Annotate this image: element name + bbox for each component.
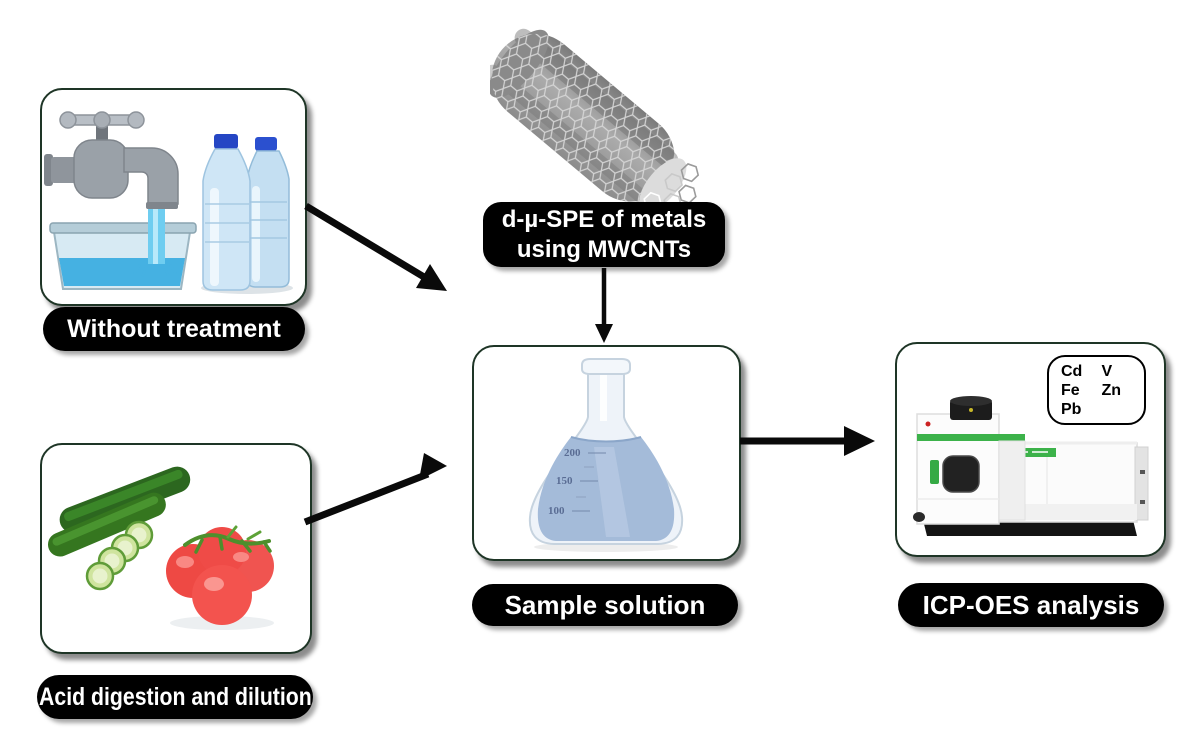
svg-text:150: 150	[556, 475, 573, 487]
arrow-flask-to-instrument	[740, 426, 875, 456]
status-led-icon	[925, 421, 931, 427]
cucumber-slices-icon	[85, 520, 154, 591]
panel-icp-oes: Cd V Fe Zn Pb	[895, 342, 1166, 557]
flask-graduations: 200 150 100	[548, 447, 606, 517]
panel-sample-solution: 200 150 100	[472, 345, 741, 561]
water-stream-icon	[133, 204, 177, 277]
metal-cd: Cd	[1061, 362, 1083, 380]
label-spe-line1: d-µ-SPE of metals	[501, 205, 707, 233]
tomatoes-icon	[166, 525, 274, 630]
svg-text:200: 200	[564, 447, 581, 459]
metals-bubble: Cd V Fe Zn Pb	[1047, 355, 1146, 425]
metal-pb: Pb	[1061, 400, 1082, 418]
label-sample-solution: Sample solution	[472, 584, 738, 626]
label-acid-digestion-text: Acid digestion and dilution	[38, 682, 312, 711]
panel-water-samples	[40, 88, 307, 306]
produce-scene	[47, 466, 274, 630]
arrow-spe-to-flask	[595, 268, 613, 343]
metal-v: V	[1101, 362, 1113, 380]
basin-icon	[49, 222, 197, 290]
metal-zn: Zn	[1101, 381, 1122, 399]
cucumber-icon	[47, 466, 191, 591]
svg-text:100: 100	[548, 505, 565, 517]
panel-food-samples	[40, 443, 312, 654]
label-icp-oes: ICP-OES analysis	[898, 583, 1164, 627]
instrument-scene	[913, 396, 1149, 536]
torch-window-icon	[942, 455, 980, 493]
water-bottles-icon	[201, 134, 293, 294]
label-acid-digestion: Acid digestion and dilution	[37, 675, 313, 719]
label-without-treatment-text: Without treatment	[67, 314, 281, 343]
green-button-icon	[930, 460, 939, 484]
label-spe-line2: using MWCNTs	[516, 235, 692, 263]
carbon-nanotube-icon	[490, 28, 700, 210]
erlenmeyer-flask-icon: 200 150 100	[528, 358, 684, 552]
flask-scene: 200 150 100	[528, 358, 684, 552]
arrow-water-to-flask	[304, 203, 447, 291]
mwcnt-scene	[490, 28, 700, 210]
label-spe: d-µ-SPE of metals using MWCNTs	[483, 202, 725, 267]
metal-fe: Fe	[1061, 381, 1080, 399]
faucet-icon	[44, 111, 179, 209]
water-scene	[44, 111, 293, 294]
label-without-treatment: Without treatment	[43, 307, 305, 351]
icp-oes-instrument-icon	[913, 396, 1149, 536]
arrow-produce-to-flask	[303, 453, 447, 526]
label-icp-oes-text: ICP-OES analysis	[922, 589, 1140, 620]
label-sample-solution-text: Sample solution	[504, 589, 706, 620]
